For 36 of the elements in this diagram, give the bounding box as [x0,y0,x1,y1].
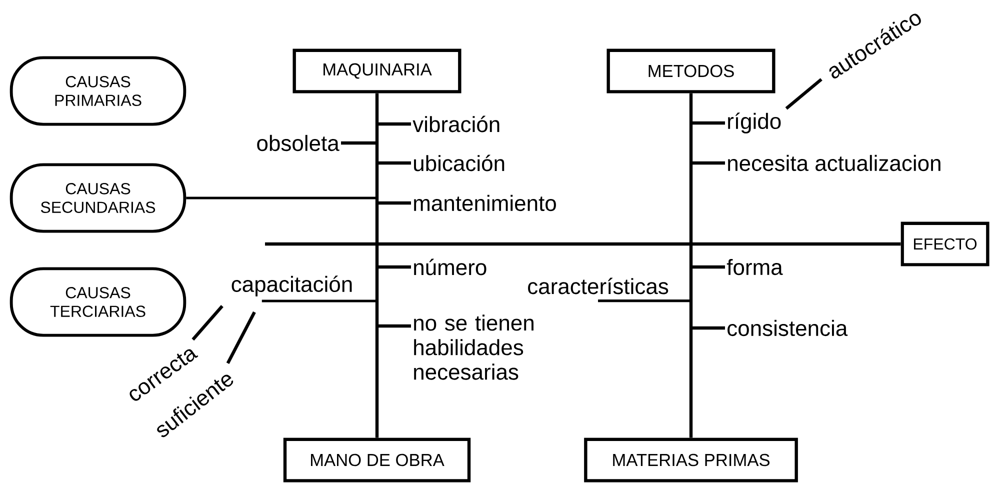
bone-line [375,93,379,438]
branch-line [262,300,377,302]
branch-line [785,78,822,110]
branch-line [377,324,411,328]
cause-text: mantenimiento [414,194,556,212]
branch-line [226,311,256,364]
branch-line [691,121,725,125]
cause-text: consistencia [728,320,848,336]
branch-line [377,161,411,165]
branch-line [186,196,377,200]
branch-line [341,141,377,145]
branch-line [192,304,224,341]
effect-box: EFECTO [900,222,990,266]
cause-text: obsoleta [257,134,340,152]
cause-text: número [414,258,486,276]
category-box: MANO DE OBRA [283,438,471,482]
branch-line [598,300,691,302]
branch-line [691,161,725,165]
spine-line [265,242,901,246]
bone-line [689,93,693,438]
branch-line [377,265,411,269]
cause-text: características [528,278,668,294]
cause-text: necesita actualizacion [728,154,940,172]
branch-line [377,201,411,205]
cause-text: rígido [728,112,781,134]
cause-text: vibración [412,116,500,132]
cause-text: capacitación [232,276,352,296]
cause-text: no se tienen habilidades necesarias [414,314,534,380]
branch-line [377,122,411,126]
category-box: MATERIAS PRIMAS [584,438,798,482]
branch-line [691,326,725,330]
branch-line [691,265,725,269]
category-box: MAQUINARIA [292,48,462,94]
category-box: METODOS [606,48,776,94]
cause-text: ubicación [414,154,504,172]
cause-text: forma [726,258,783,276]
